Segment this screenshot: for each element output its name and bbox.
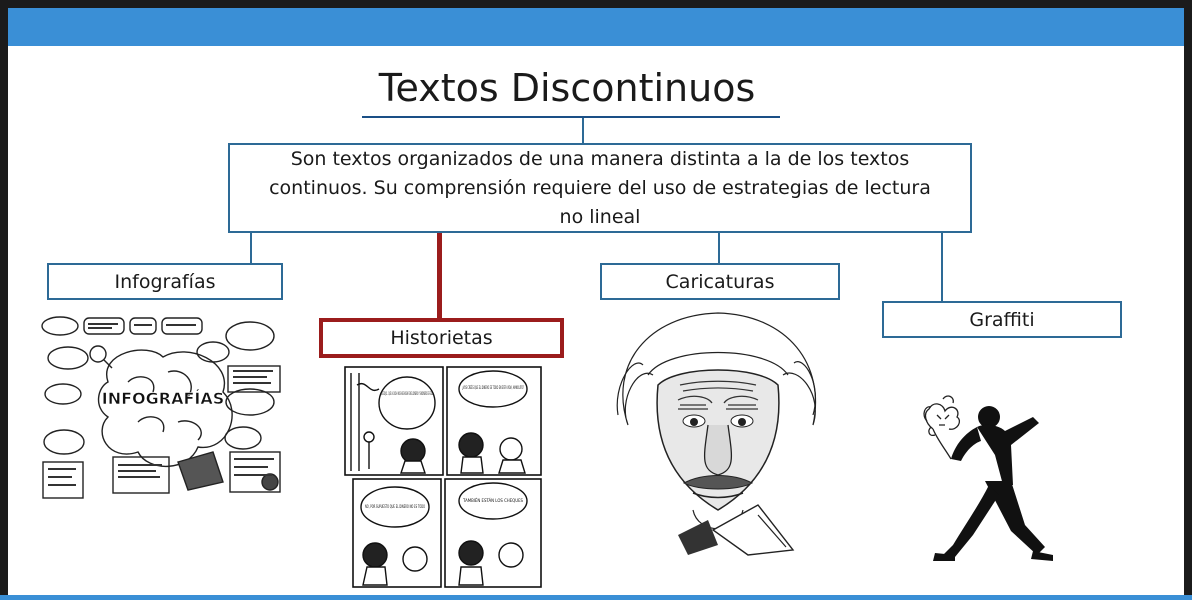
comic-bubble-3: NO, POR SUPUESTO QUE EL DINERO NO ES TOD… [365,504,425,510]
title-underline [362,116,780,118]
connector-title-definition [582,118,584,143]
comic-bubble-4: TAMBIÉN ESTÁN LOS CHEQUES [462,496,523,504]
connector-caricaturas [718,233,720,263]
category-caricaturas: Caricaturas [600,263,840,300]
window-frame-right [1184,0,1192,600]
category-historietas: Historietas [319,318,564,358]
comic-bubble-1: QUÉ DIJO... QUE LA DICHA NO SABE HOGAR E… [381,389,433,397]
infographic-image: INFOGRAFÍAS [41,316,281,499]
connector-graffiti [941,233,943,301]
definition-box: Son textos organizados de una manera dis… [228,143,972,233]
connector-infografias [250,233,252,263]
window-frame-top [0,0,1192,8]
slide-title: Textos Discontinuos [378,66,756,110]
slide-header-bar [8,8,1184,46]
window-frame-left [0,0,8,600]
comic-bubble-2: ¿VOS CREÉS QUE EL DINERO ES TODO EN ESTA… [462,383,524,391]
category-infografias: Infografías [47,263,283,300]
graffiti-image [923,395,1053,561]
caricature-image [616,312,817,556]
slide-bottom-bar [0,595,1192,600]
connector-historietas [437,233,442,319]
comic-strip-image: QUÉ DIJO... QUE LA DICHA NO SABE HOGAR E… [344,366,542,588]
infographic-label: INFOGRAFÍAS [102,389,225,408]
category-graffiti: Graffiti [882,301,1122,338]
